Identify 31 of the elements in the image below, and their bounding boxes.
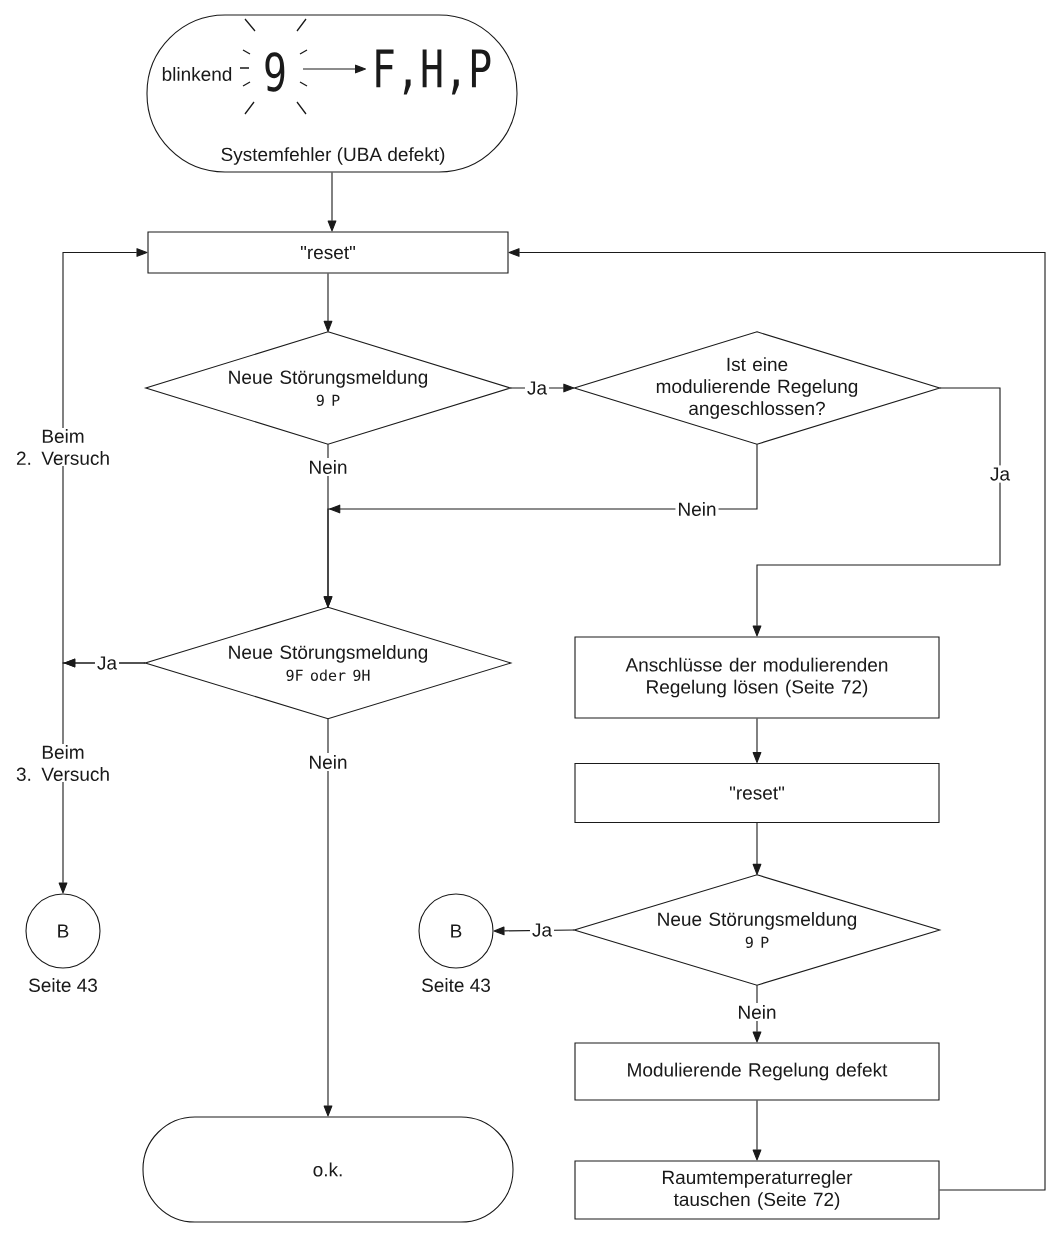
error-description: Systemfehler (UBA defekt): [221, 147, 445, 165]
arrow: [752, 718, 762, 763]
blink-label: blinkend: [162, 67, 232, 81]
edge-label: Ja: [524, 379, 550, 397]
display-code: F,H,P: [376, 49, 491, 95]
arrow: [323, 718, 333, 1117]
display-digit: 9: [265, 52, 285, 92]
process-box: Modulierende Regelung defekt: [574, 1042, 940, 1101]
arrow: [323, 273, 333, 332]
arrow: [323, 443, 758, 608]
arrow: [327, 172, 337, 232]
page-reference: Seite 43: [422, 978, 490, 992]
arrow: [752, 387, 1001, 637]
process-box: Anschlüsse der modulierenden Regelung lösen (Seite 72): [574, 636, 940, 719]
process-box: "reset": [574, 762, 940, 824]
process-box: Raumtemperaturregler tauschen (Seite 72): [574, 1160, 940, 1220]
arrow: [508, 248, 1046, 1191]
process-box: "reset": [147, 231, 509, 274]
arrow: [752, 1100, 762, 1161]
edge-label: Nein: [306, 753, 350, 771]
edge-label: Nein: [306, 458, 350, 476]
edge-label: Beim 2. Versuch: [14, 428, 112, 466]
edge-label: Beim 3. Versuch: [14, 744, 112, 782]
page-reference: Seite 43: [29, 978, 97, 992]
edge-label: Nein: [735, 1003, 779, 1021]
edge-label: Nein: [675, 500, 719, 518]
edge-label: Ja: [987, 465, 1013, 483]
branch-label: Ja: [94, 654, 120, 672]
arrow: [752, 822, 762, 875]
edge-label: Ja: [529, 921, 555, 939]
end-terminal: o.k.: [142, 1116, 514, 1223]
